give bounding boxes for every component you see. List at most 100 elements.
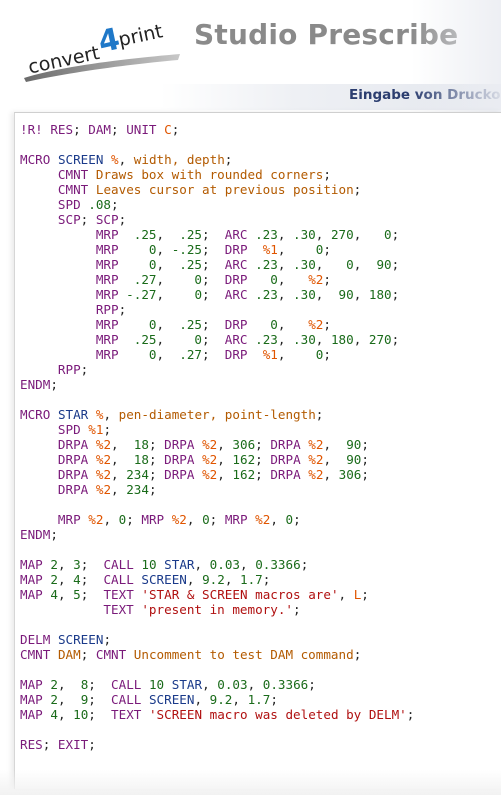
code-text: ; bbox=[80, 647, 96, 662]
code-comment: Uncomment to test DAM command bbox=[133, 647, 354, 662]
code-number: 180 bbox=[330, 332, 354, 347]
code-number: 234 bbox=[126, 467, 149, 482]
code-text bbox=[248, 242, 263, 257]
code-number: 18 bbox=[133, 437, 149, 452]
code-number: 9 bbox=[80, 692, 89, 707]
code-line: MAP 4, 5; TEXT 'STAR & SCREEN macros are… bbox=[20, 587, 369, 602]
code-line: MRP .25, 0; ARC .23, .30, 180, 270; bbox=[20, 332, 399, 347]
code-text bbox=[164, 677, 172, 692]
code-panel: !R! RES; DAM; UNIT C; MCRO SCREEN %, wid… bbox=[14, 112, 501, 789]
code-number: 4 bbox=[50, 587, 58, 602]
code-text bbox=[20, 212, 58, 227]
code-text: ; bbox=[315, 407, 324, 422]
code-text: , bbox=[111, 482, 127, 497]
code-text: , bbox=[353, 227, 385, 242]
bottom-fade bbox=[0, 770, 501, 795]
code-keyword: RPP bbox=[95, 302, 119, 317]
code-line: SPD %1; bbox=[20, 422, 111, 437]
code-text bbox=[20, 482, 58, 497]
code-parameter: %2 bbox=[95, 437, 112, 452]
code-line: RPP; bbox=[20, 302, 126, 317]
code-keyword: MRP bbox=[95, 332, 119, 347]
code-text: ; bbox=[88, 677, 112, 692]
code-text: ; bbox=[171, 122, 180, 137]
code-text: ; bbox=[148, 482, 157, 497]
code-line: DELM SCREEN; bbox=[20, 632, 111, 647]
code-text: , bbox=[156, 257, 180, 272]
code-text: ; bbox=[80, 212, 96, 227]
code-text: ; bbox=[361, 437, 369, 452]
code-text: ; bbox=[50, 377, 58, 392]
code-text: , bbox=[156, 227, 180, 242]
code-text bbox=[20, 347, 96, 362]
code-text: ; bbox=[391, 332, 400, 347]
code-text bbox=[248, 347, 263, 362]
code-macro-name: STAR bbox=[57, 407, 89, 422]
code-text bbox=[50, 152, 58, 167]
code-number: 18 bbox=[133, 452, 149, 467]
code-macro-name: SCREEN bbox=[148, 692, 195, 707]
code-number: 90 bbox=[338, 287, 354, 302]
code-parameter: %2 bbox=[202, 437, 218, 452]
code-text bbox=[20, 437, 58, 452]
code-line: MRP .25, .25; ARC .23, .30, 270, 0; bbox=[20, 227, 399, 242]
code-text: ; bbox=[323, 242, 331, 257]
code-keyword: CALL bbox=[103, 572, 134, 587]
code-keyword: DRPA bbox=[270, 452, 301, 467]
code-keyword: CALL bbox=[111, 677, 142, 692]
code-line: MAP 2, 3; CALL 10 STAR, 0.03, 0.3366; bbox=[20, 557, 308, 572]
code-number: 0 bbox=[202, 512, 210, 527]
code-number: 0 bbox=[148, 242, 157, 257]
code-line: MAP 2, 8; CALL 10 STAR, 0.03, 0.3366; bbox=[20, 677, 316, 692]
code-number: .23 bbox=[255, 332, 278, 347]
code-text: ; bbox=[73, 122, 89, 137]
code-number: 270 bbox=[368, 332, 392, 347]
code-line: MRP 0, -.25; DRP %1, 0; bbox=[20, 242, 331, 257]
code-keyword: MAP bbox=[20, 677, 43, 692]
code-text: , bbox=[156, 317, 180, 332]
code-text: , bbox=[270, 512, 286, 527]
code-text bbox=[194, 452, 202, 467]
code-text: ; bbox=[202, 227, 225, 242]
code-keyword: EXIT bbox=[57, 737, 89, 752]
code-text bbox=[20, 452, 58, 467]
code-text: , bbox=[57, 677, 81, 692]
code-line: MAP 2, 9; CALL SCREEN, 9.2, 1.7; bbox=[20, 692, 278, 707]
code-keyword: DRPA bbox=[164, 437, 195, 452]
convert4print-logo: convert 4 print bbox=[24, 20, 180, 82]
logo-swoosh-shape bbox=[24, 54, 180, 82]
code-parameter: %2 bbox=[308, 437, 324, 452]
code-keyword: DAM bbox=[88, 122, 112, 137]
code-text: , bbox=[277, 287, 294, 302]
code-text bbox=[20, 302, 96, 317]
code-text: ; bbox=[80, 362, 89, 377]
code-number: 162 bbox=[232, 467, 256, 482]
code-macro-name: SCREEN bbox=[57, 632, 104, 647]
code-keyword: ENDM bbox=[20, 377, 51, 392]
code-number: 90 bbox=[346, 452, 362, 467]
code-text bbox=[141, 677, 149, 692]
code-text: , bbox=[217, 437, 233, 452]
code-number: .08 bbox=[88, 197, 112, 212]
code-number: 2 bbox=[50, 572, 58, 587]
code-text: , bbox=[111, 467, 127, 482]
code-text: ; bbox=[255, 452, 271, 467]
code-text bbox=[103, 152, 111, 167]
code-text: ; bbox=[353, 182, 362, 197]
code-text: , bbox=[232, 692, 248, 707]
code-number: 0 bbox=[315, 347, 324, 362]
code-number: .27 bbox=[179, 347, 203, 362]
code-text: ; bbox=[361, 587, 369, 602]
code-text bbox=[20, 287, 96, 302]
code-number: 0 bbox=[384, 227, 392, 242]
code-number: 10 bbox=[73, 707, 89, 722]
code-parameter: %2 bbox=[255, 512, 271, 527]
page-header: convert 4 print Studio Prescribe Eingabe… bbox=[0, 0, 501, 112]
code-text bbox=[119, 242, 149, 257]
code-text: , bbox=[323, 437, 347, 452]
code-line: MRP 0, .25; DRP 0, %2; bbox=[20, 317, 331, 332]
code-text bbox=[20, 602, 103, 617]
code-parameter: %2 bbox=[308, 272, 324, 287]
code-parameter: %2 bbox=[95, 482, 112, 497]
code-line: MAP 2, 4; CALL SCREEN, 9.2, 1.7; bbox=[20, 572, 270, 587]
